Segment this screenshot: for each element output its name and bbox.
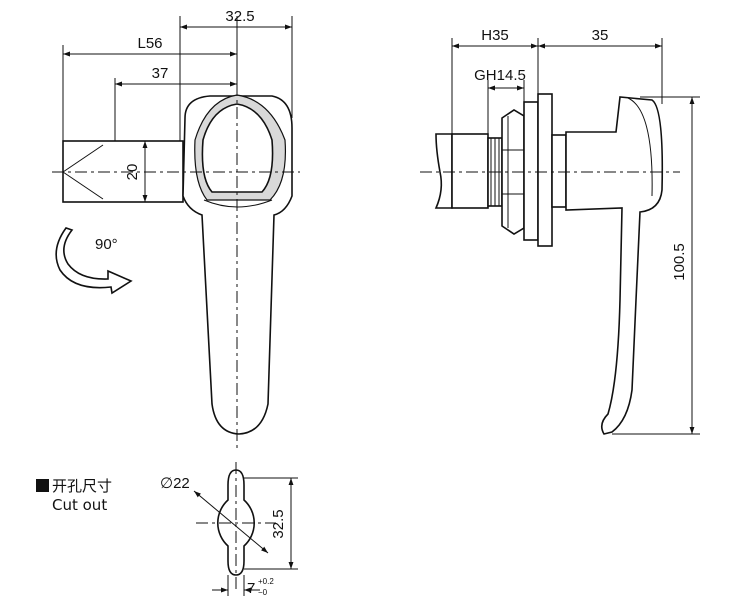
dim-depth-35: 35 <box>592 27 609 44</box>
cutout-title-en: Cut out <box>52 496 107 514</box>
dim-length-37: 37 <box>152 65 169 82</box>
dim-width-32-5: 32.5 <box>225 8 254 25</box>
dim-diameter-22: ∅22 <box>160 475 190 492</box>
dim-h35: H35 <box>481 27 509 44</box>
cutout-title-cn: 开孔尺寸 <box>52 477 112 495</box>
cutout-bullet-icon <box>36 479 49 492</box>
dim-tongue-20: 20 <box>124 164 141 181</box>
dim-rotation-90: 90° <box>95 236 118 253</box>
dim-cutout-height: 32.5 <box>270 509 287 538</box>
rotation-arrow-icon <box>55 227 133 295</box>
dim-gh14-5: GH14.5 <box>474 67 526 84</box>
front-view: 32.5 L56 37 20 90° <box>52 8 300 450</box>
handle-front <box>182 94 293 435</box>
cutout-view: 开孔尺寸 Cut out ∅22 32.5 7 +0.2 −0 <box>36 462 298 597</box>
dim-slot-width: 7 <box>247 580 255 597</box>
dim-slot-tol-upper: +0.2 <box>258 577 274 586</box>
dim-slot-tol-lower: −0 <box>258 588 268 597</box>
dim-length-l56: L56 <box>137 35 162 52</box>
dim-height-100-5: 100.5 <box>671 243 688 281</box>
side-view: H35 35 GH14.5 100.5 <box>420 27 700 435</box>
